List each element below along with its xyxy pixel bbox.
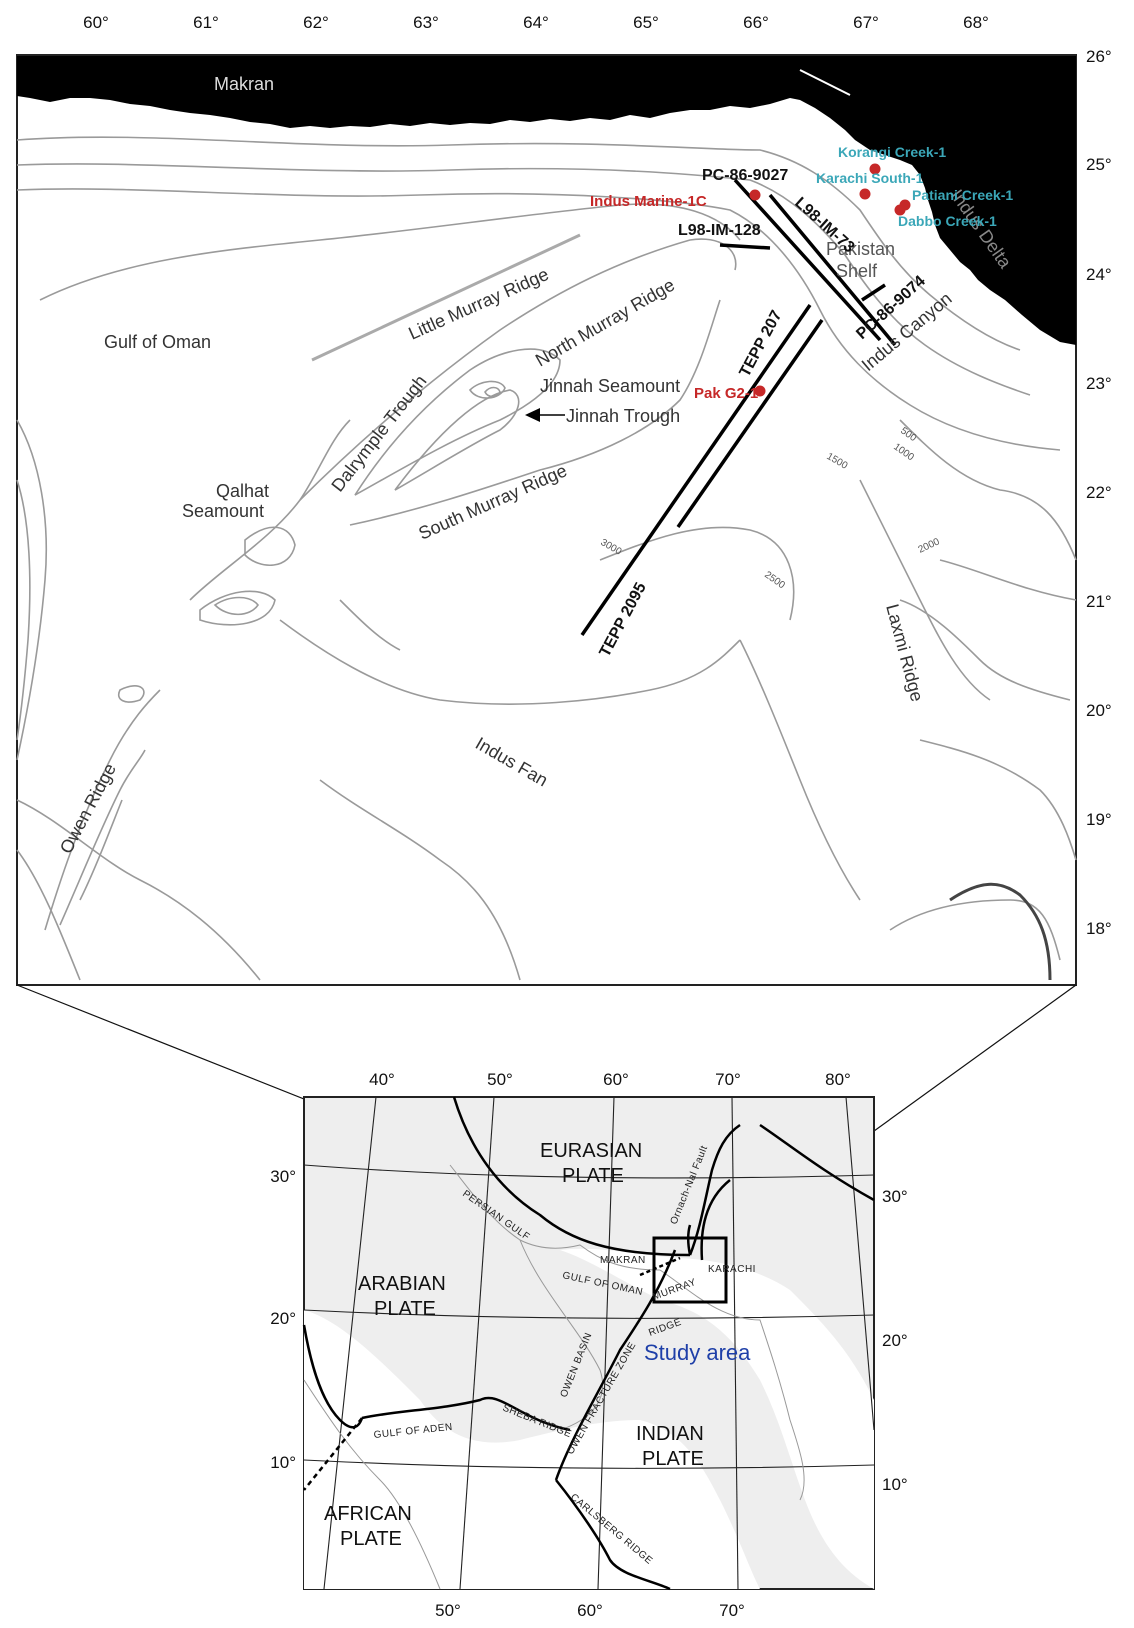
lat-tick-label: 22° bbox=[1086, 483, 1112, 502]
inset-lat-tick-label: 20° bbox=[270, 1309, 296, 1328]
inset-ocean bbox=[304, 1248, 874, 1589]
lat-tick-label: 19° bbox=[1086, 810, 1112, 829]
label-makran: Makran bbox=[214, 74, 274, 94]
well-marker-dabbo bbox=[894, 204, 906, 216]
lon-tick-label: 66° bbox=[743, 13, 769, 32]
inset-lat-tick-label: 20° bbox=[882, 1331, 908, 1350]
inset-left-lat-labels: 30° 20° 10° bbox=[270, 1167, 296, 1472]
label-african-2: PLATE bbox=[340, 1528, 402, 1550]
seismic-line-tepp-2095 bbox=[676, 319, 824, 528]
lat-tick-label: 18° bbox=[1086, 919, 1112, 938]
inset-plate-boundaries bbox=[302, 1096, 875, 1591]
well-marker-karachi bbox=[859, 188, 871, 200]
inset-lon-tick-label: 50° bbox=[435, 1601, 461, 1620]
label-l98-im-128: L98-IM-128 bbox=[678, 222, 761, 239]
label-indian-2: PLATE bbox=[642, 1448, 704, 1470]
inset-dashed-boundary bbox=[303, 1417, 363, 1491]
label-pakistan-shelf-2: Shelf bbox=[836, 261, 878, 281]
label-qalhat-2: Seamount bbox=[182, 501, 264, 521]
lon-tick-label: 64° bbox=[523, 13, 549, 32]
label-gulf-of-oman: Gulf of Oman bbox=[104, 332, 211, 352]
inset-lat-tick-label: 30° bbox=[270, 1167, 296, 1186]
well-marker-pak-g2 bbox=[754, 385, 766, 397]
inset-lon-tick-label: 70° bbox=[715, 1070, 741, 1089]
label-patiani: Patiani Creek-1 bbox=[912, 187, 1013, 203]
main-right-lat-labels: 26° 25° 24° 23° 22° 21° 20° 19° 18° bbox=[1086, 47, 1112, 938]
label-inset-makran: MAKRAN bbox=[600, 1255, 646, 1266]
inset-map: 40° 50° 60° 70° 80° 50° 60° 70° 30° 20° … bbox=[270, 1070, 907, 1620]
label-eurasian-2: PLATE bbox=[562, 1165, 624, 1187]
well-markers bbox=[749, 163, 911, 397]
label-indian-1: INDIAN bbox=[636, 1423, 704, 1445]
lon-tick-label: 68° bbox=[963, 13, 989, 32]
lon-tick-label: 60° bbox=[83, 13, 109, 32]
lat-tick-label: 25° bbox=[1086, 155, 1112, 174]
label-jinnah-trough: Jinnah Trough bbox=[566, 406, 680, 426]
river-line bbox=[799, 69, 851, 96]
well-marker-korangi bbox=[869, 163, 881, 175]
label-korangi: Korangi Creek-1 bbox=[838, 144, 946, 160]
inset-lon-tick-label: 60° bbox=[603, 1070, 629, 1089]
label-jinnah-seamount: Jinnah Seamount bbox=[540, 376, 680, 396]
label-karachi: Karachi South-1 bbox=[816, 170, 924, 186]
label-dabbo: Dabbo Creek-1 bbox=[898, 213, 997, 229]
jinnah-trough-arrowhead bbox=[525, 408, 540, 422]
main-top-lon-labels: 60° 61° 62° 63° 64° 65° 66° 67° 68° bbox=[83, 13, 989, 32]
label-arabian-1: ARABIAN bbox=[358, 1273, 446, 1295]
label-african-1: AFRICAN bbox=[324, 1503, 412, 1525]
lat-tick-label: 20° bbox=[1086, 701, 1112, 720]
label-study-area: Study area bbox=[644, 1340, 751, 1365]
inset-lat-tick-label: 10° bbox=[270, 1453, 296, 1472]
little-murray-ridge-line bbox=[311, 233, 581, 362]
lat-tick-label: 26° bbox=[1086, 47, 1112, 66]
makran-landmass bbox=[17, 56, 1076, 345]
seismic-line-pc-86-9074 bbox=[861, 283, 886, 302]
inset-lon-tick-label: 70° bbox=[719, 1601, 745, 1620]
lon-tick-label: 61° bbox=[193, 13, 219, 32]
lon-tick-label: 65° bbox=[633, 13, 659, 32]
lat-tick-label: 23° bbox=[1086, 374, 1112, 393]
label-pak-g2: Pak G2-1 bbox=[694, 385, 758, 402]
inset-lon-tick-label: 40° bbox=[369, 1070, 395, 1089]
inset-study-area-box bbox=[652, 1236, 728, 1304]
inset-lon-tick-label: 50° bbox=[487, 1070, 513, 1089]
seismic-lines bbox=[580, 178, 897, 636]
inset-right-lat-labels: 30° 20° 10° bbox=[882, 1187, 908, 1494]
seismic-line-l98-im-128 bbox=[719, 243, 771, 250]
coastline-se bbox=[949, 882, 1052, 981]
lat-tick-label: 24° bbox=[1086, 265, 1112, 284]
lon-tick-label: 62° bbox=[303, 13, 329, 32]
inset-top-lon-labels: 40° 50° 60° 70° 80° bbox=[369, 1070, 851, 1089]
inset-graticule bbox=[303, 1096, 875, 1590]
label-pakistan-shelf-1: Pakistan bbox=[826, 239, 895, 259]
inset-coastlines bbox=[303, 1164, 805, 1590]
inset-lat-tick-label: 30° bbox=[882, 1187, 908, 1206]
seismic-line-tepp-207 bbox=[580, 304, 812, 636]
label-qalhat-1: Qalhat bbox=[216, 481, 269, 501]
inset-lon-tick-label: 60° bbox=[577, 1601, 603, 1620]
seismic-line-pc-86-9027 bbox=[733, 178, 882, 342]
inset-lon-tick-label: 80° bbox=[825, 1070, 851, 1089]
label-inset-karachi: KARACHI bbox=[708, 1264, 756, 1275]
inset-murray-dashed bbox=[639, 1256, 681, 1277]
label-arabian-2: PLATE bbox=[374, 1298, 436, 1320]
lon-tick-label: 67° bbox=[853, 13, 879, 32]
main-map: 60° 61° 62° 63° 64° 65° 66° 67° 68° 26° … bbox=[16, 13, 1112, 986]
label-eurasian-1: EURASIAN bbox=[540, 1140, 642, 1162]
inset-lat-tick-label: 10° bbox=[882, 1475, 908, 1494]
lat-tick-label: 21° bbox=[1086, 592, 1112, 611]
lon-tick-label: 63° bbox=[413, 13, 439, 32]
label-pc-86-9027: PC-86-9027 bbox=[702, 167, 788, 184]
seismic-line-l98-im-73 bbox=[768, 193, 897, 347]
inset-bottom-lon-labels: 50° 60° 70° bbox=[435, 1601, 745, 1620]
label-indus-marine: Indus Marine-1C bbox=[590, 193, 707, 210]
well-marker-indus-marine bbox=[749, 189, 761, 201]
bathymetry-contours bbox=[16, 136, 1077, 981]
